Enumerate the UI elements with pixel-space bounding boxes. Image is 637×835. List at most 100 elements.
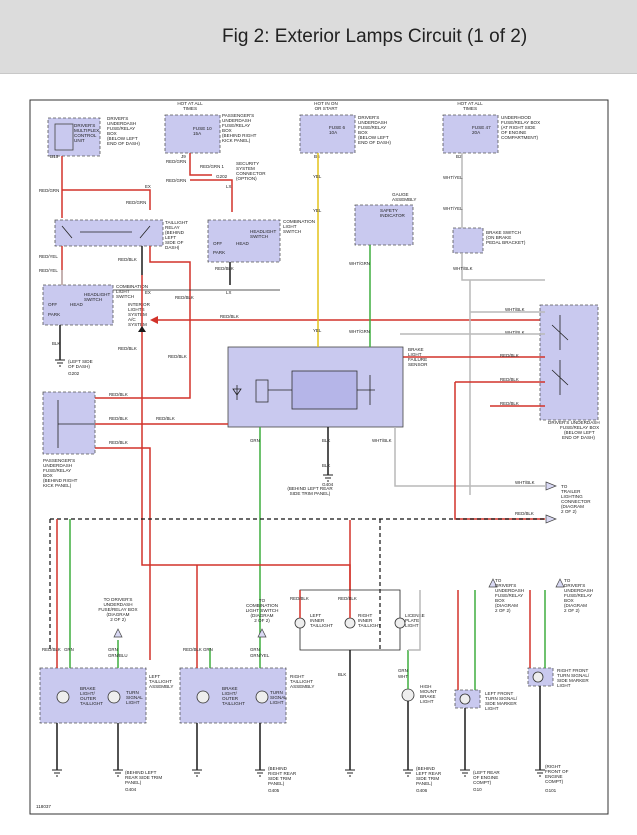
svg-text:LX: LX xyxy=(226,184,231,189)
bottom-grounds xyxy=(52,769,545,777)
svg-text:RED/GRN 1: RED/GRN 1 xyxy=(200,164,224,169)
svg-text:G404: G404 xyxy=(322,482,334,487)
svg-text:RED/GRN: RED/GRN xyxy=(166,178,186,183)
svg-text:WHT: WHT xyxy=(398,674,408,679)
svg-text:G404: G404 xyxy=(125,787,137,792)
svg-text:G202: G202 xyxy=(216,174,228,179)
svg-text:RED/BLK: RED/BLK xyxy=(220,314,239,319)
svg-text:BLK: BLK xyxy=(338,672,346,677)
svg-text:RED/BLK: RED/BLK xyxy=(109,392,128,397)
ground-g202 xyxy=(55,359,65,367)
svg-text:WHT/YEL: WHT/YEL xyxy=(443,175,463,180)
svg-text:GRN: GRN xyxy=(250,438,260,443)
svg-text:RED/BLK: RED/BLK xyxy=(500,353,519,358)
svg-text:J9: J9 xyxy=(181,154,186,159)
svg-text:PARK: PARK xyxy=(48,312,61,317)
svg-text:RED/BLK: RED/BLK xyxy=(290,596,309,601)
svg-text:WHT/GRN: WHT/GRN xyxy=(349,261,370,266)
svg-text:BLK: BLK xyxy=(322,463,330,468)
svg-text:LX: LX xyxy=(226,290,231,295)
svg-text:G202: G202 xyxy=(68,371,80,376)
svg-text:BLK: BLK xyxy=(52,341,60,346)
svg-text:RED/BLK: RED/BLK xyxy=(215,266,234,271)
svg-text:EX: EX xyxy=(145,290,151,295)
svg-text:G405: G405 xyxy=(268,788,280,793)
svg-text:YEL: YEL xyxy=(313,208,322,213)
svg-text:WHT/BLK: WHT/BLK xyxy=(372,438,392,443)
svg-text:GRN: GRN xyxy=(64,647,74,652)
svg-text:GRN/BLU: GRN/BLU xyxy=(108,653,128,658)
svg-text:RED/BLK: RED/BLK xyxy=(109,440,128,445)
svg-text:BLK: BLK xyxy=(322,438,330,443)
svg-text:RED/GRN: RED/GRN xyxy=(126,200,146,205)
svg-text:RED/BLK: RED/BLK xyxy=(183,647,202,652)
svg-text:RED/BLK: RED/BLK xyxy=(515,511,534,516)
header-bar: Fig 2: Exterior Lamps Circuit (1 of 2) xyxy=(0,0,637,74)
svg-text:RED/GRN: RED/GRN xyxy=(39,188,59,193)
svg-text:PARK: PARK xyxy=(213,250,226,255)
svg-text:WHT/BLK: WHT/BLK xyxy=(505,330,525,335)
svg-text:RED/BLK: RED/BLK xyxy=(118,257,137,262)
svg-text:B2: B2 xyxy=(456,154,462,159)
svg-text:GRN: GRN xyxy=(108,647,118,652)
svg-text:RED/BLK: RED/BLK xyxy=(118,346,137,351)
svg-text:G101: G101 xyxy=(545,788,557,793)
figure-id: 118037 xyxy=(36,804,51,809)
svg-text:RED/BLK: RED/BLK xyxy=(42,647,61,652)
svg-text:B16: B16 xyxy=(50,154,59,159)
svg-text:HEAD: HEAD xyxy=(236,241,249,246)
svg-text:RED/YEL: RED/YEL xyxy=(39,268,58,273)
svg-text:RED/BLK: RED/BLK xyxy=(500,377,519,382)
svg-text:WHT/BLK: WHT/BLK xyxy=(515,480,535,485)
svg-text:B6: B6 xyxy=(314,154,320,159)
svg-text:RED/GRN: RED/GRN xyxy=(166,159,186,164)
svg-text:WHT/BLK: WHT/BLK xyxy=(505,307,525,312)
svg-text:RED/BLK: RED/BLK xyxy=(168,354,187,359)
